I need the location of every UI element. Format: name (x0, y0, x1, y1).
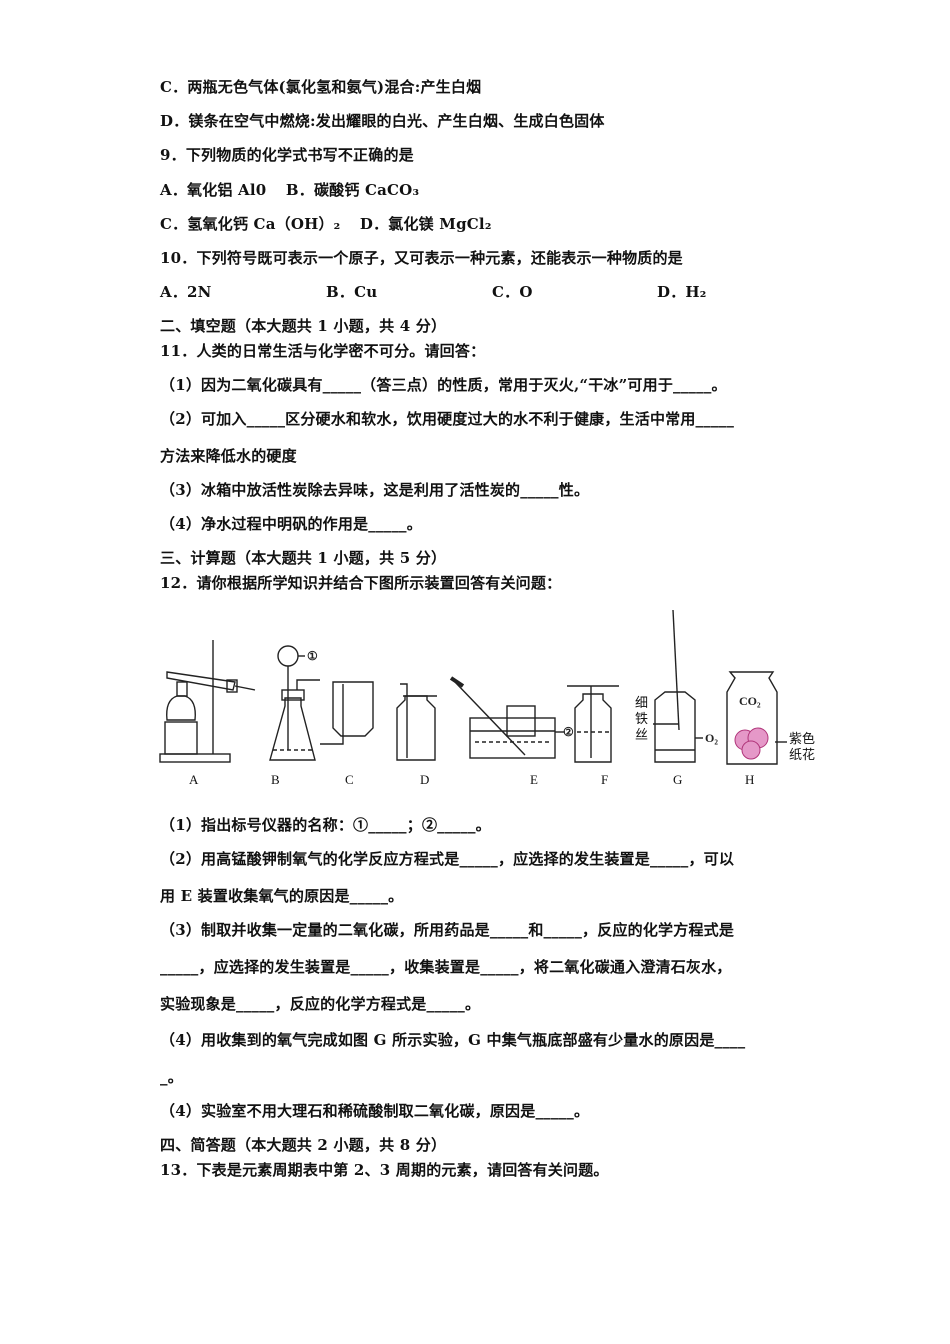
q9-option-c: C．氢氧化钙 Ca（OH）₂ (160, 215, 341, 233)
q10-option-b: B．Cu (326, 283, 378, 301)
h-gas-label: CO₂ (739, 694, 761, 708)
q13-stem: 13．下表是元素周期表中第 2、3 周期的元素，请回答有关问题。 (160, 1161, 609, 1179)
label-a: A (189, 772, 199, 787)
g-note-char: 丝 (635, 728, 649, 743)
h-note-line: 纸花 (789, 748, 816, 763)
q12-part3c: 实验现象是_____，反应的化学方程式是_____。 (160, 995, 481, 1013)
label-h: H (745, 772, 755, 787)
q8-option-d: D．镁条在空气中燃烧:发出耀眼的白光、产生白烟、生成白色固体 (160, 112, 605, 130)
q9-options-ab: A．氧化铝 Al0 B．碳酸钙 CaCO₃ (160, 180, 419, 200)
q11-part2b: 方法来降低水的硬度 (160, 447, 297, 465)
label-g: G (673, 772, 683, 787)
q10-stem: 10．下列符号既可表示一个原子，又可表示一种元素，还能表示一种物质的是 (160, 249, 683, 267)
marker-2: ② (563, 725, 574, 739)
q8-option-c: C．两瓶无色气体(氯化氢和氨气)混合:产生白烟 (160, 78, 482, 96)
q10-option-c: C．O (492, 283, 533, 301)
label-f: F (601, 772, 609, 787)
q11-part1: （1）因为二氧化碳具有_____（答三点）的性质，常用于灭火,“干冰”可用于__… (160, 376, 727, 394)
q12-stem: 12．请你根据所学知识并结合下图所示装置回答有关问题： (160, 574, 562, 592)
h-note-line: 紫色 (789, 732, 816, 747)
g-iron-wire-note: 细 铁 丝 (635, 696, 649, 744)
g-note-char: 细 (635, 696, 649, 711)
apparatus-figure: ① ② CO₂ O₂ A B C D E F G H 细 铁 丝 紫色 纸花 (155, 600, 825, 800)
section3-heading: 三、计算题（本大题共 1 小题，共 5 分） (160, 549, 447, 567)
label-d: D (420, 772, 430, 787)
q9-option-a: A．氧化铝 Al0 (160, 181, 267, 199)
q9-option-b: B．碳酸钙 CaCO₃ (285, 181, 420, 199)
g-gas-label: O₂ (705, 731, 718, 745)
q9-option-d: D．氯化镁 MgCl₂ (359, 215, 492, 233)
label-c: C (345, 772, 354, 787)
q11-stem: 11．人类的日常生活与化学密不可分。请回答： (160, 342, 486, 360)
q12-part2a: （2）用高锰酸钾制氧气的化学反应方程式是_____，应选择的发生装置是_____… (160, 850, 735, 868)
q10-option-d: D．H₂ (657, 283, 707, 301)
label-e: E (530, 772, 538, 787)
marker-1: ① (307, 649, 318, 663)
g-note-char: 铁 (635, 712, 649, 727)
q12-part3b: _____，应选择的发生装置是_____，收集装置是_____，将二氧化碳通入澄… (160, 958, 732, 976)
q12-part1: （1）指出标号仪器的名称：①_____；②_____。 (160, 816, 491, 834)
q12-part2b: 用 E 装置收集氧气的原因是_____。 (160, 887, 404, 905)
q9-options-cd: C．氢氧化钙 Ca（OH）₂ D．氯化镁 MgCl₂ (160, 214, 492, 234)
q12-part4a: （4）用收集到的氧气完成如图 G 所示实验，G 中集气瓶底部盛有少量水的原因是_… (160, 1031, 746, 1049)
q12-part4b: _。 (160, 1068, 183, 1086)
lab-apparatus-diagram: ① ② CO₂ O₂ (159, 609, 787, 765)
q9-stem: 9．下列物质的化学式书写不正确的是 (160, 146, 414, 164)
q10-option-a: A．2N (160, 283, 212, 301)
q12-part5: （4）实验室不用大理石和稀硫酸制取二氧化碳，原因是_____。 (160, 1102, 590, 1120)
q11-part2a: （2）可加入_____区分硬水和软水，饮用硬度过大的水不利于健康，生活中常用__… (160, 410, 735, 428)
q12-part3a: （3）制取并收集一定量的二氧化碳，所用药品是_____和_____，反应的化学方… (160, 921, 735, 939)
q11-part3: （3）冰箱中放活性炭除去异味，这是利用了活性炭的_____性。 (160, 481, 590, 499)
h-flower-note: 紫色 纸花 (789, 732, 815, 764)
section2-heading: 二、填空题（本大题共 1 小题，共 4 分） (160, 317, 447, 335)
q11-part4: （4）净水过程中明矾的作用是_____。 (160, 515, 422, 533)
label-b: B (271, 772, 280, 787)
section4-heading: 四、简答题（本大题共 2 小题，共 8 分） (160, 1136, 447, 1154)
